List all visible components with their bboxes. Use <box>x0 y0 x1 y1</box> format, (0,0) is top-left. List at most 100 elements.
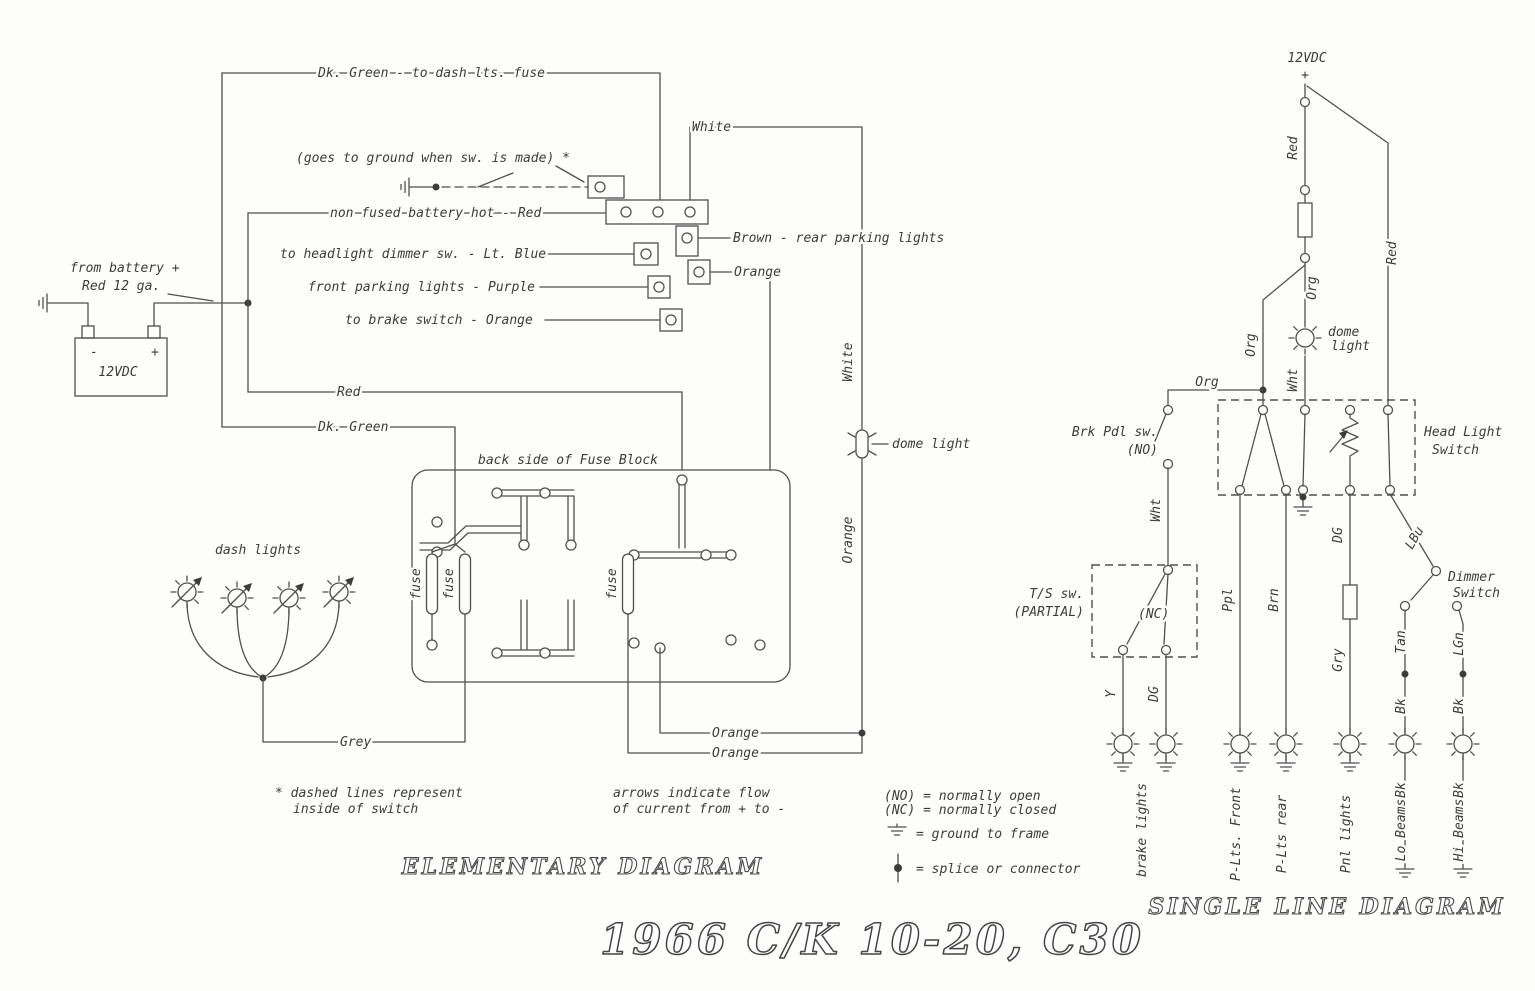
label-orange-stub: Orange <box>734 265 781 280</box>
ground-icon <box>1453 865 1473 878</box>
label-dg-panel: DG <box>1331 527 1346 544</box>
brk-pdl-label-1: Brk Pdl sw. <box>1072 425 1158 440</box>
load-label-p-rear: P-Lts rear <box>1275 795 1290 873</box>
source-plus-label: + <box>1301 68 1309 83</box>
elementary-diagram: 12VDC - + from battery + Red 12 ga. Dk. … <box>38 64 973 881</box>
label-lbu: LBu <box>1403 524 1428 552</box>
ground-icon <box>1293 503 1313 516</box>
connector-circle <box>1430 565 1442 577</box>
battery-ground-icon <box>38 293 51 313</box>
fuse-block-rivets <box>426 474 766 659</box>
dk-green-top-wire <box>221 72 661 201</box>
splice-dot <box>858 729 866 737</box>
label-non-fused: non fused battery hot - Red <box>330 206 541 221</box>
note-arrows-2: of current from + to - <box>613 802 785 817</box>
ts-label-1: T/S sw. <box>1029 587 1084 602</box>
ground-icon <box>1230 759 1250 772</box>
red-right-wire <box>1306 85 1389 407</box>
fuse-feed-traces <box>431 469 466 553</box>
brk-pdl-blade <box>1148 413 1167 457</box>
switch-blades <box>1241 413 1391 487</box>
note-dashed-2: inside of switch <box>293 802 418 817</box>
connector-circle <box>1451 600 1463 612</box>
switch-blade <box>477 172 514 188</box>
dome-light-elementary: dome light <box>847 429 973 459</box>
label-tan: Tan <box>1394 630 1409 653</box>
label-dk-green-top: Dk. Green - to dash lts. fuse <box>317 66 545 81</box>
connector-circle <box>1162 404 1174 416</box>
load-label-p-front: P-Lts. Front <box>1229 787 1244 881</box>
dash-lights: dash lights <box>171 541 355 682</box>
splice-dot <box>1299 493 1307 501</box>
ts-label-2: (PARTIAL) <box>1014 605 1084 620</box>
splice-dot <box>432 183 440 191</box>
label-dk-green-mid: Dk. Green <box>317 420 388 435</box>
main-fuse <box>1297 202 1313 238</box>
legend-splice-icon <box>894 864 902 872</box>
label-orange-vert: Orange <box>841 516 856 563</box>
battery-callout-pointer <box>167 293 214 302</box>
label-grey: Grey <box>340 735 371 750</box>
fuse-block: back side of Fuse Block fuse f <box>407 451 791 683</box>
splice-dot <box>1401 670 1409 678</box>
label-fuse-2: fuse <box>442 568 457 599</box>
dimmer-blade <box>1410 574 1434 601</box>
fuse-3 <box>621 553 635 615</box>
label-gry: Gry <box>1331 648 1346 672</box>
dome-light-label-2: light <box>1331 339 1370 354</box>
elementary-title: ELEMENTARY DIAGRAM <box>401 854 764 880</box>
ground-icon <box>1156 759 1176 772</box>
label-dg-brake: DG <box>1147 686 1162 703</box>
rheostat <box>1341 413 1359 487</box>
load-label-brake: brake lights <box>1135 783 1150 877</box>
dash-lights-label: dash lights <box>215 543 301 558</box>
note-dashed-1: * dashed lines represent <box>275 786 463 801</box>
connector-circle <box>1299 252 1311 264</box>
legend: (NO) = normally open (NC) = normally clo… <box>882 787 1083 883</box>
battery-callout-1: from battery + <box>70 261 180 276</box>
fuse-2 <box>458 553 472 615</box>
legend-no: (NO) = normally open <box>884 789 1041 804</box>
label-orange-bot1: Orange <box>712 726 759 741</box>
ground-icon <box>1276 759 1296 772</box>
fuse-1 <box>425 553 439 615</box>
label-red-main: Red <box>1286 136 1301 160</box>
org-branch-wire <box>1262 264 1306 407</box>
battery-voltage-label: 12VDC <box>98 365 137 380</box>
load-label-lo: Lo Beams <box>1394 799 1409 862</box>
connector-circle <box>1299 96 1311 108</box>
note-arrows-1: arrows indicate flow <box>613 786 771 801</box>
label-orange-bot2: Orange <box>712 746 759 761</box>
ts-nc-label: (NC) <box>1138 607 1169 622</box>
label-fuse-1: fuse <box>409 568 424 599</box>
orange-bottom-wire-1 <box>659 647 863 734</box>
label-bk-hi-top: Bk <box>1452 698 1467 714</box>
ts-blades <box>1126 573 1169 645</box>
beam-ground-wires <box>1404 752 1464 867</box>
label-y: Y <box>1104 689 1119 698</box>
fuse-block-caption: back side of Fuse Block <box>478 453 658 468</box>
hi-wire <box>1458 609 1464 735</box>
ground-icon <box>1113 759 1133 772</box>
splice-dot <box>1459 670 1467 678</box>
single-line-title: SINGLE LINE DIAGRAM <box>1148 894 1505 920</box>
single-line-diagram: 12VDC + Red Org Red Org Org dome light W… <box>1011 49 1505 921</box>
dk-green-feed-wire <box>221 426 456 471</box>
org-horiz-wire <box>1167 389 1264 407</box>
label-wht-brk: Wht <box>1149 498 1164 522</box>
label-wht-dome: Wht <box>1286 368 1301 392</box>
battery-wires <box>49 302 249 327</box>
label-red-right: Red <box>1385 241 1400 265</box>
label-fuse-3: fuse <box>605 568 620 599</box>
red-feed-wire <box>247 391 683 471</box>
label-org-horiz: Org <box>1195 375 1219 390</box>
source-voltage-label: 12VDC <box>1287 51 1326 66</box>
ground-icon <box>1340 759 1360 772</box>
dimmer-label-1: Dimmer <box>1447 570 1495 585</box>
lbu-wire <box>1389 493 1434 567</box>
label-org-main: Org <box>1305 276 1320 300</box>
load-label-panel: Pnl lights <box>1339 795 1354 873</box>
label-bk-hi-bot: Bk <box>1452 782 1467 798</box>
dome-light-label: dome light <box>892 437 970 452</box>
